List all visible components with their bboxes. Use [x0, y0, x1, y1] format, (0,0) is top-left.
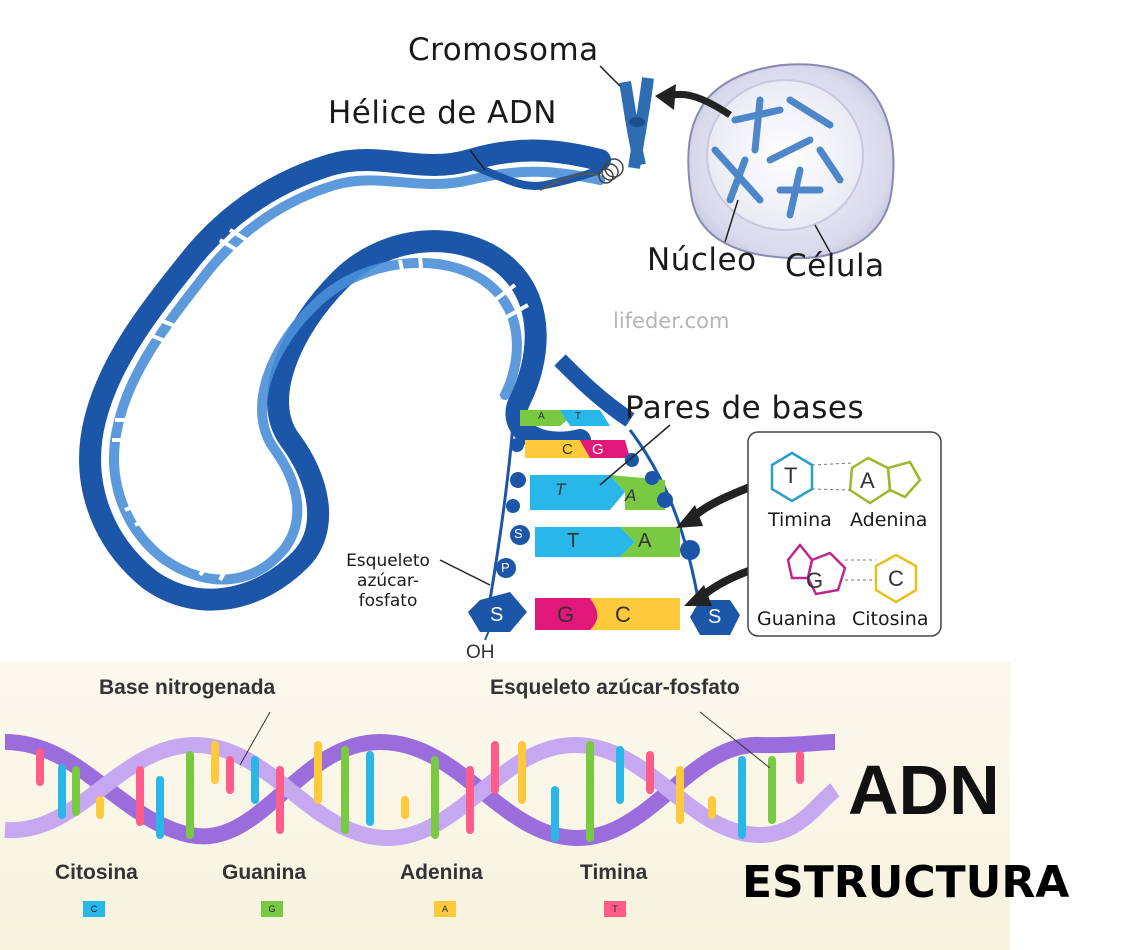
- chromosome: [619, 77, 654, 169]
- panel-name-guanina: Guanina: [757, 608, 837, 630]
- bottom-dna-helix: [4, 711, 840, 847]
- rung-5-right: C: [615, 602, 631, 627]
- panel-letter-t: T: [784, 463, 798, 488]
- esqueleto-line-2: azúcar-: [357, 571, 419, 591]
- panel-name-adenina: Adenina: [850, 509, 928, 531]
- rung-3-right: A: [625, 486, 637, 505]
- panel-letter-c: C: [888, 566, 904, 591]
- watermark: lifeder.com: [613, 309, 730, 333]
- rung-2-right: G: [592, 441, 604, 458]
- rung-4-right: A: [638, 530, 652, 552]
- cromosoma-leader: [599, 65, 621, 87]
- legend-swatch-t: T: [604, 901, 626, 917]
- cell: [687, 63, 895, 260]
- esqueleto-line-1: Esqueleto: [346, 551, 430, 571]
- rung-1-left: A: [538, 411, 545, 422]
- rung-3-left: T: [555, 480, 566, 499]
- legend-adenina: Adenina: [400, 861, 483, 884]
- esqueleto-line-3: fosfato: [358, 591, 418, 611]
- panel-name-timina: Timina: [768, 509, 832, 531]
- label-nucleo: Núcleo: [647, 242, 757, 278]
- label-cromosoma: Cromosoma: [408, 32, 599, 68]
- label-celula: Célula: [785, 248, 885, 284]
- large-dna-helix: [79, 139, 624, 611]
- label-helice-adn: Hélice de ADN: [328, 95, 557, 131]
- title-adn: ADN: [848, 751, 1000, 829]
- helice-leader: [469, 149, 486, 171]
- rung-5-left: G: [557, 602, 575, 627]
- label-esqueleto-top: Esqueleto azúcar- fosfato: [333, 551, 443, 611]
- label-oh: OH: [466, 642, 495, 663]
- panel-letter-g: G: [806, 568, 824, 593]
- sugar-left: S: [490, 604, 504, 626]
- title-estructura: ESTRUCTURA: [742, 857, 1070, 908]
- panel-name-citosina: Citosina: [852, 608, 929, 630]
- panel-molecules: [770, 451, 922, 604]
- legend-swatch-g: G: [261, 901, 283, 917]
- legend-timina: Timina: [580, 861, 648, 884]
- base-pairs-panel: [747, 431, 942, 637]
- sugar-mid: S: [514, 526, 523, 541]
- legend-guanina: Guanina: [222, 861, 307, 884]
- phosphate-mid: P: [501, 560, 510, 575]
- panel-letter-a: A: [860, 468, 875, 493]
- base-pair-ladder: [439, 399, 762, 641]
- rung-4-left: T: [567, 530, 580, 552]
- legend-citosina: Citosina: [55, 861, 138, 884]
- label-esqueleto-azucar-fosfato: Esqueleto azúcar-fosfato: [490, 676, 740, 699]
- rung-2-left: C: [562, 441, 573, 458]
- label-pares-de-bases: Pares de bases: [625, 390, 865, 426]
- legend-swatch-c: C: [83, 901, 105, 917]
- sugar-right: S: [708, 606, 722, 628]
- legend-swatch-a: A: [434, 901, 456, 917]
- label-base-nitrogenada: Base nitrogenada: [99, 676, 276, 699]
- rung-1-right: T: [575, 411, 582, 422]
